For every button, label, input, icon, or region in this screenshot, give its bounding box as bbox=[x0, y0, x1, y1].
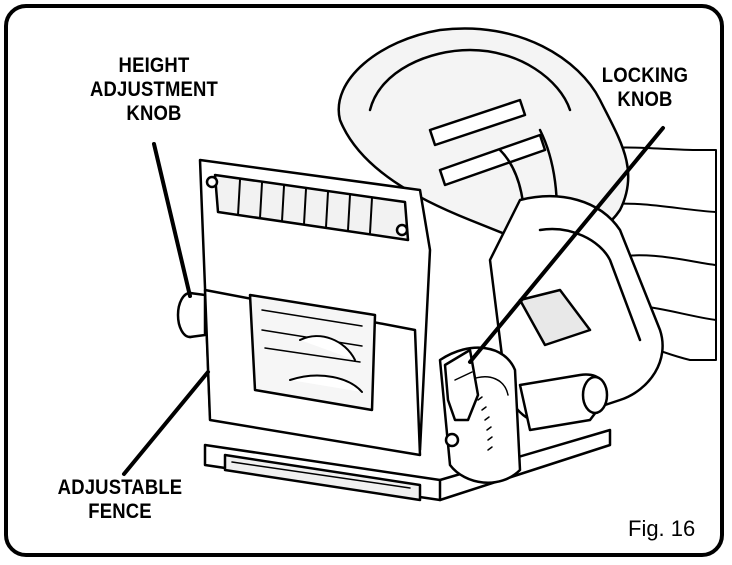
label-line: FENCE bbox=[88, 500, 152, 523]
leader-lines bbox=[122, 126, 665, 476]
label-line: KNOB bbox=[126, 102, 182, 125]
label-line: ADJUSTMENT bbox=[89, 78, 219, 101]
label-line: ADJUSTABLE bbox=[57, 476, 183, 499]
figure-label: Fig. 16 bbox=[628, 516, 696, 541]
fence-window bbox=[203, 288, 422, 457]
dust-port bbox=[518, 373, 609, 432]
label-line: HEIGHT bbox=[118, 54, 190, 77]
height-knob bbox=[176, 291, 207, 339]
label-locking-knob: LOCKING KNOB bbox=[588, 64, 702, 112]
label-line: LOCKING bbox=[601, 64, 689, 87]
locking-knob bbox=[443, 348, 480, 422]
label-height-adjustment-knob: HEIGHT ADJUSTMENT KNOB bbox=[66, 54, 242, 126]
base bbox=[203, 428, 612, 502]
fence-leader bbox=[122, 370, 210, 476]
label-adjustable-fence: ADJUSTABLE FENCE bbox=[32, 476, 208, 524]
height-knob-leader bbox=[152, 142, 192, 298]
label-line: KNOB bbox=[617, 88, 673, 111]
locking-knob-leader bbox=[468, 126, 665, 364]
handle-body bbox=[488, 195, 664, 424]
